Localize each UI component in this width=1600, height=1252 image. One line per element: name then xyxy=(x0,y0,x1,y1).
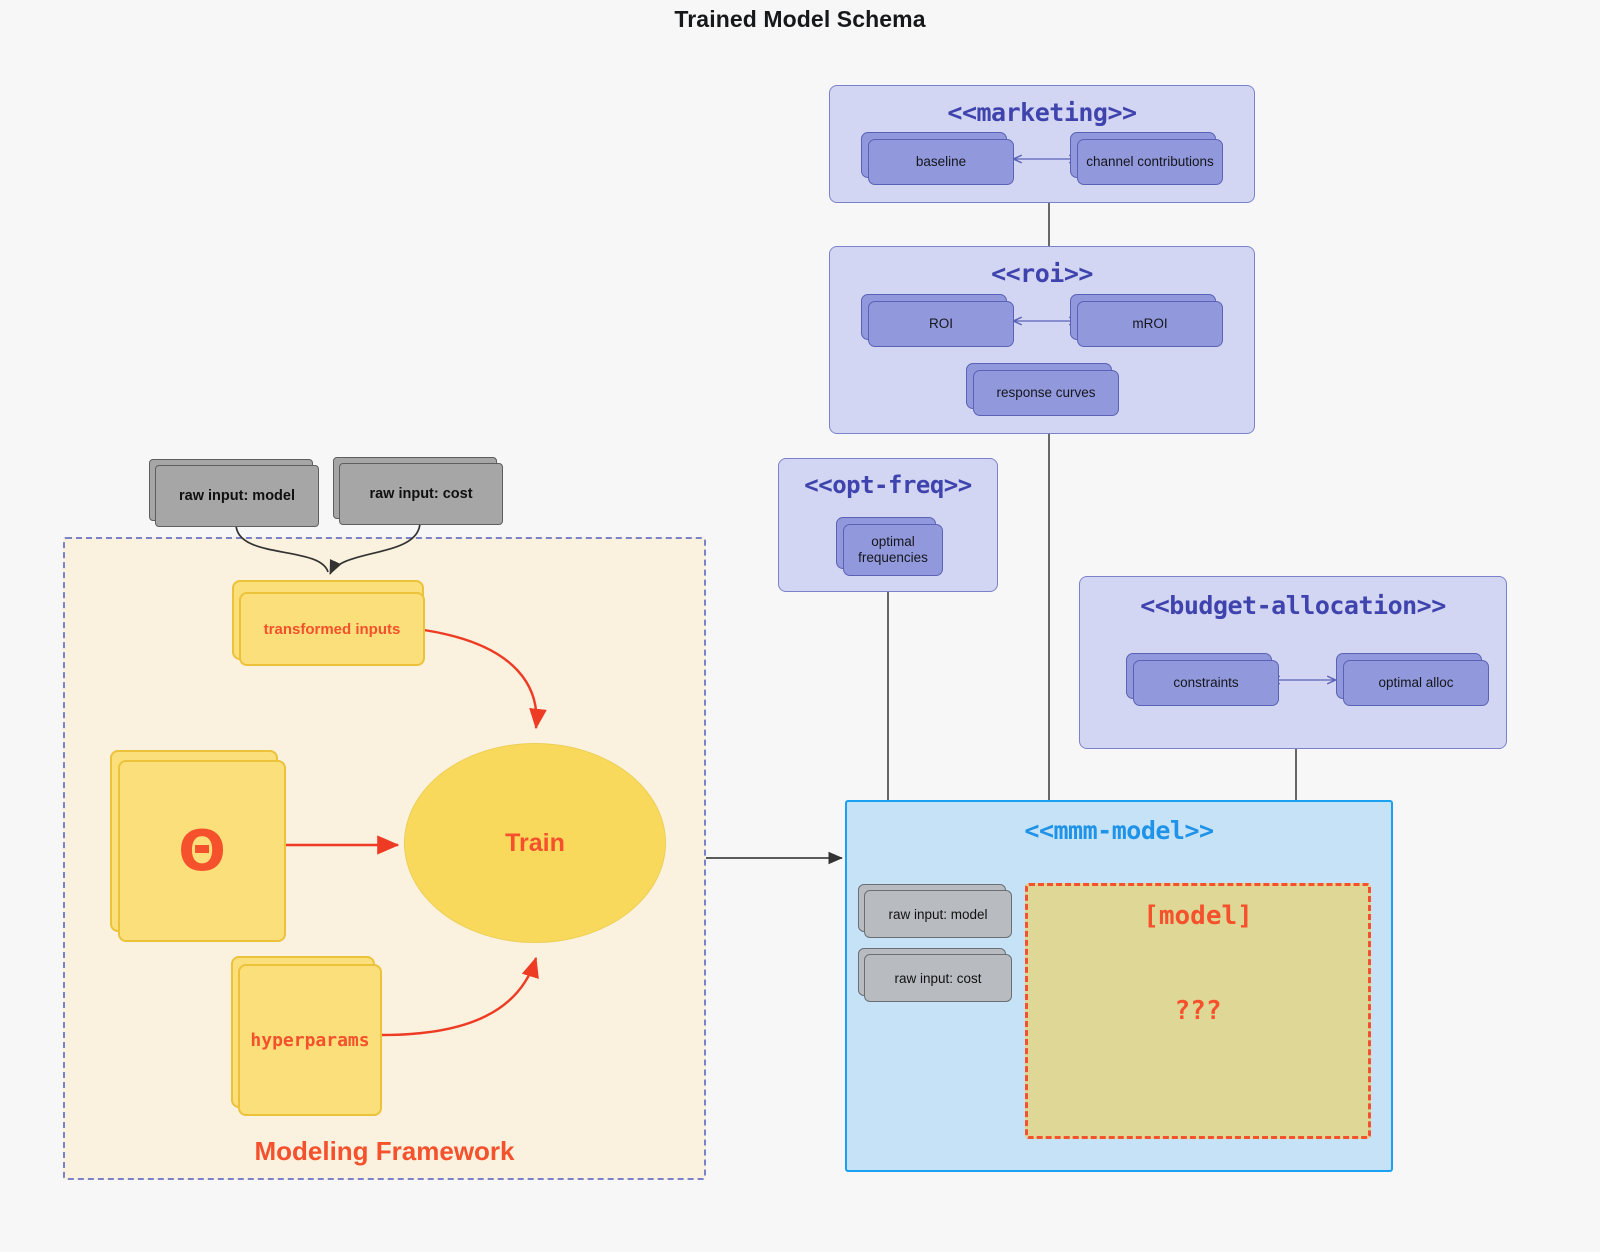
package-roi-title: <<roi>> xyxy=(991,259,1093,288)
node-response-curves[interactable]: response curves xyxy=(973,370,1119,416)
transformed-inputs-label: transformed inputs xyxy=(263,620,401,638)
node-baseline[interactable]: baseline xyxy=(868,139,1014,185)
node-constraints[interactable]: constraints xyxy=(1133,660,1279,706)
node-raw-input-model[interactable]: raw input: model xyxy=(864,890,1012,938)
node-raw-input-cost[interactable]: raw input: cost xyxy=(864,954,1012,1002)
model-unknown-label: ??? xyxy=(1174,996,1222,1026)
package-mmm-model-title: <<mmm-model>> xyxy=(1024,816,1214,845)
hyperparams-label: hyperparams xyxy=(250,1029,370,1051)
node-mroi[interactable]: mROI xyxy=(1077,301,1223,347)
model-placeholder-box[interactable]: [model] ??? xyxy=(1025,883,1371,1139)
train-node[interactable]: Train xyxy=(404,743,666,943)
node-roi[interactable]: ROI xyxy=(868,301,1014,347)
package-opt-freq-title: <<opt-freq>> xyxy=(804,471,972,499)
modeling-framework-label: Modeling Framework xyxy=(254,1136,515,1166)
transformed-inputs-card[interactable]: transformed inputs xyxy=(239,592,425,666)
package-marketing-title: <<marketing>> xyxy=(947,98,1137,127)
hyperparams-card[interactable]: hyperparams xyxy=(238,964,382,1116)
node-optimal-frequencies[interactable]: optimal frequencies xyxy=(843,524,943,576)
node-optimal-alloc[interactable]: optimal alloc xyxy=(1343,660,1489,706)
raw-input-cost-card[interactable]: raw input: cost xyxy=(339,463,503,525)
theta-symbol: Θ xyxy=(178,818,226,884)
page-title: Trained Model Schema xyxy=(674,6,926,32)
package-budget-allocation-title: <<budget-allocation>> xyxy=(1140,591,1446,620)
theta-card[interactable]: Θ xyxy=(118,760,286,942)
node-channel-contributions[interactable]: channel contributions xyxy=(1077,139,1223,185)
model-label: [model] xyxy=(1143,901,1253,931)
raw-input-model-card[interactable]: raw input: model xyxy=(155,465,319,527)
